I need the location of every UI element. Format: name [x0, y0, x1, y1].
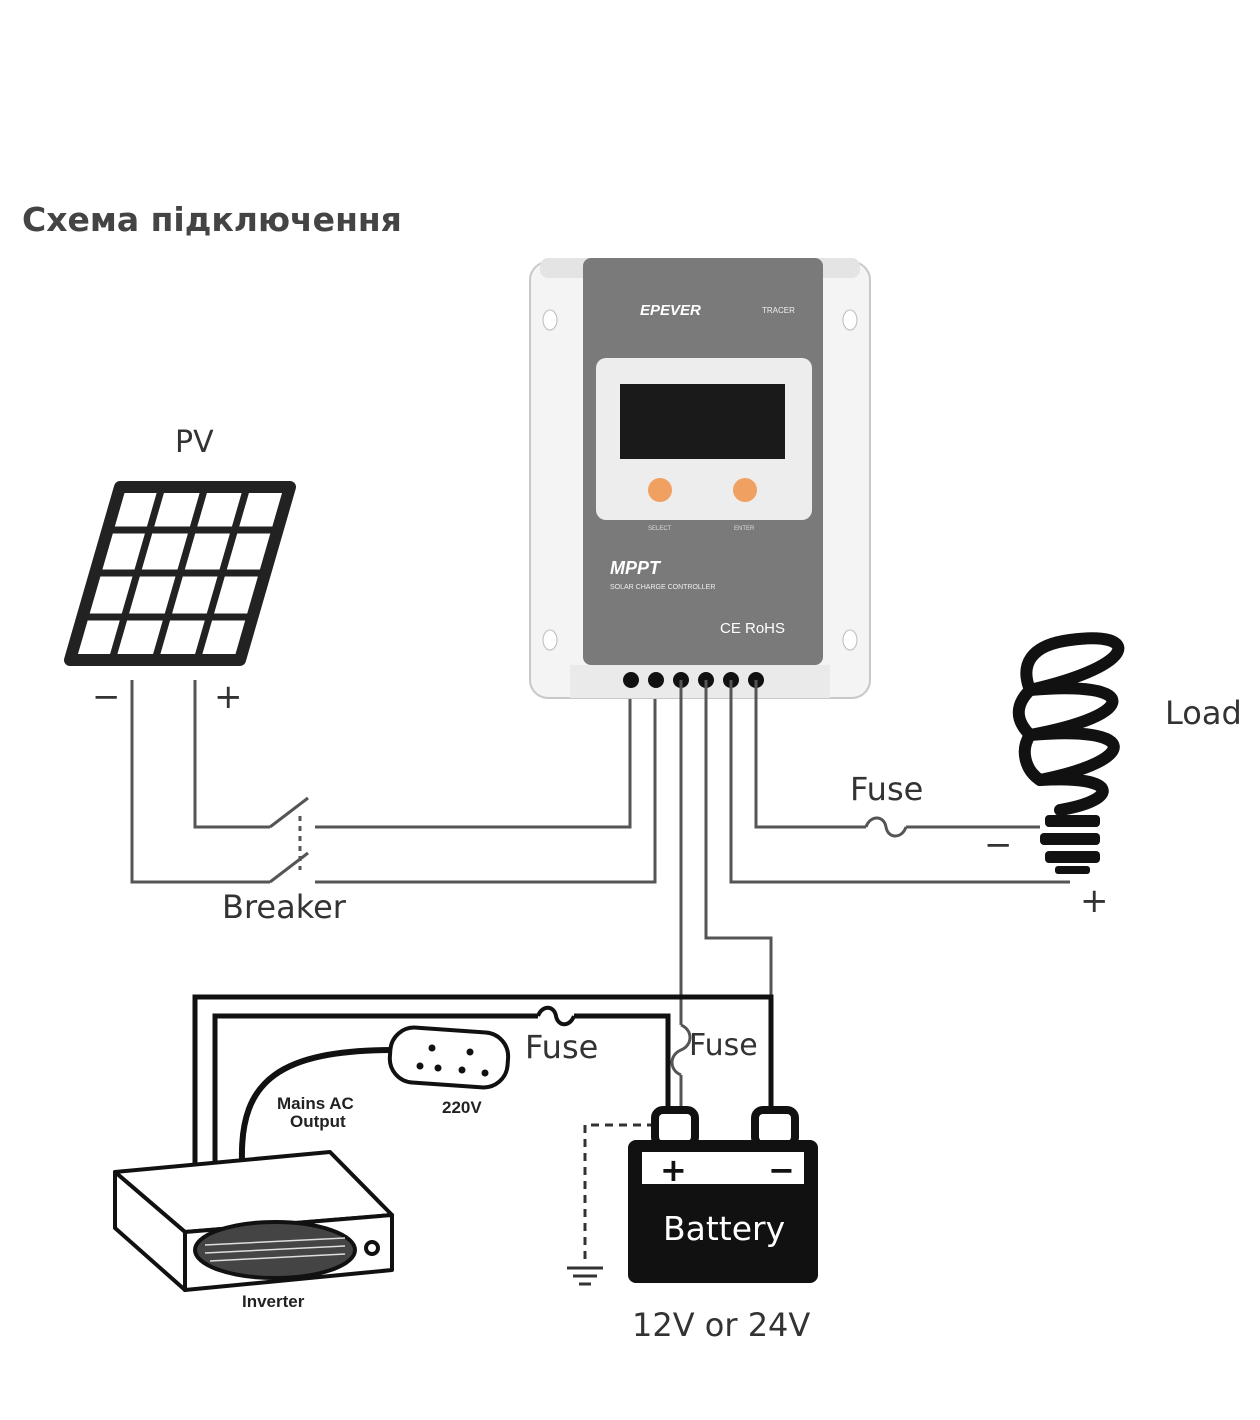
controller-type: MPPT [610, 558, 662, 578]
battery-voltage-label: 12V or 24V [632, 1306, 810, 1344]
pv-wires [130, 680, 657, 884]
power-socket [387, 1025, 511, 1090]
battery-plus-label: + [660, 1151, 687, 1189]
light-bulb-icon [1012, 632, 1125, 874]
load-wires [729, 680, 1070, 884]
page-title: Схема підключення [22, 200, 402, 239]
breaker-symbol [269, 796, 309, 884]
battery-fuse-label: Fuse [689, 1028, 758, 1063]
inverter-wires [192, 994, 774, 1170]
controller-model: TRACER [762, 306, 795, 315]
load-plus-label: + [1080, 881, 1109, 921]
inverter-grille-lines [204, 1237, 346, 1262]
controller-button-left-label: SELECT [648, 526, 672, 532]
controller-subtitle: SOLAR CHARGE CONTROLLER [610, 584, 715, 591]
controller-button-right-label: ENTER [734, 526, 755, 532]
battery-label: Battery [663, 1209, 785, 1248]
battery-minus-label: − [768, 1151, 795, 1189]
inverter-fuse-label: Fuse [525, 1028, 598, 1066]
battery-fuse-symbol [670, 1023, 692, 1077]
load-fuse-label: Fuse [850, 770, 923, 808]
battery-icon [628, 1106, 818, 1283]
load-label: Load [1165, 694, 1242, 732]
socket-voltage-label: 220V [442, 1098, 482, 1117]
inverter-label: Inverter [242, 1292, 305, 1311]
mains-label-line2: Output [290, 1112, 346, 1131]
inverter-fuse-symbol [536, 1005, 576, 1027]
pv-label: PV [175, 425, 214, 460]
mains-cable [238, 1047, 396, 1161]
load-fuse-symbol [864, 816, 908, 838]
pv-minus-label: − [92, 677, 121, 717]
solar-panel [64, 481, 296, 666]
charge-controller [529, 258, 871, 699]
mains-label-line1: Mains AC [277, 1094, 354, 1113]
controller-cert: CE RoHS [720, 620, 785, 637]
controller-brand: EPEVER [640, 302, 701, 319]
breaker-label: Breaker [222, 888, 347, 926]
load-minus-label: − [984, 825, 1013, 865]
ground-symbol [567, 1123, 655, 1286]
inverter-box [113, 1150, 394, 1292]
pv-plus-label: + [214, 677, 243, 717]
